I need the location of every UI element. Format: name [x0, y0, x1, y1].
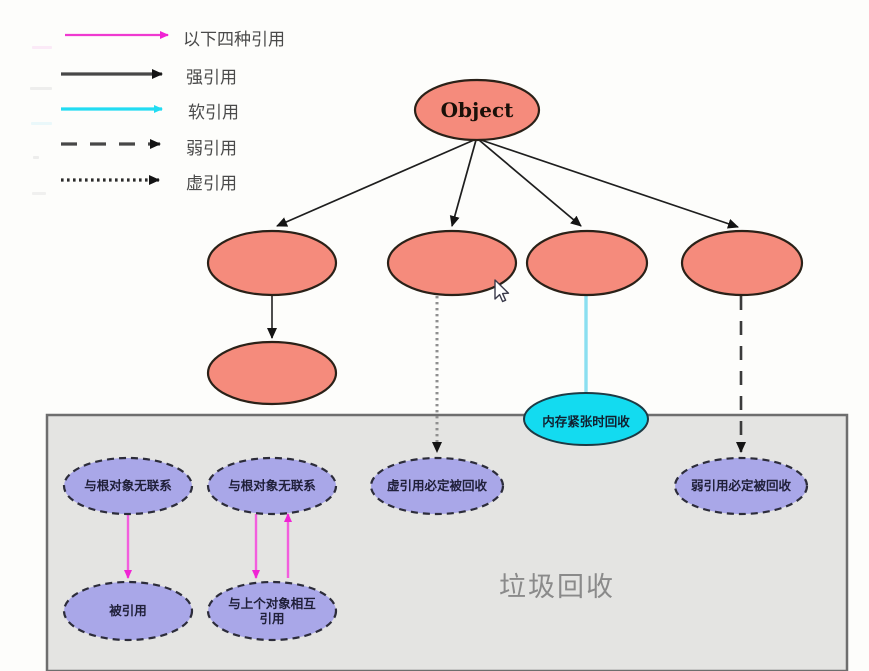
edge-root-to-ref-d	[480, 139, 739, 229]
node-weak-collect[interactable]	[673, 456, 809, 516]
scan-artifact-1	[32, 46, 52, 49]
mouse-cursor	[494, 279, 510, 303]
legend-label-4: 虚引用	[186, 174, 237, 194]
legend-label-0: 以下四种引用	[183, 30, 285, 50]
node-ref-a[interactable]	[206, 229, 338, 297]
scan-artifact-2	[30, 87, 52, 90]
legend-label-1: 强引用	[186, 68, 237, 88]
node-referenced[interactable]	[62, 580, 194, 642]
edge-root-to-ref-c	[478, 139, 582, 227]
node-soft-collect[interactable]	[523, 392, 649, 446]
node-phantom-collect[interactable]	[369, 456, 505, 516]
legend-label-3: 弱引用	[186, 139, 237, 159]
scan-artifact-3	[31, 122, 52, 125]
node-mutual-ref[interactable]	[206, 580, 338, 642]
node-ref-c[interactable]	[525, 229, 649, 297]
node-ref-a-child[interactable]	[206, 340, 338, 406]
node-no-root-link-2[interactable]	[206, 456, 338, 516]
node-no-root-link-1[interactable]	[62, 456, 194, 516]
scan-artifact-5	[32, 192, 46, 195]
node-ref-d[interactable]	[680, 229, 804, 297]
node-ref-b[interactable]	[386, 229, 518, 297]
edge-root-to-ref-b	[449, 139, 477, 227]
scan-artifact-4	[33, 156, 39, 159]
node-object-root[interactable]	[413, 78, 541, 142]
edge-root-to-ref-a	[276, 139, 475, 227]
legend-label-2: 软引用	[188, 103, 239, 123]
